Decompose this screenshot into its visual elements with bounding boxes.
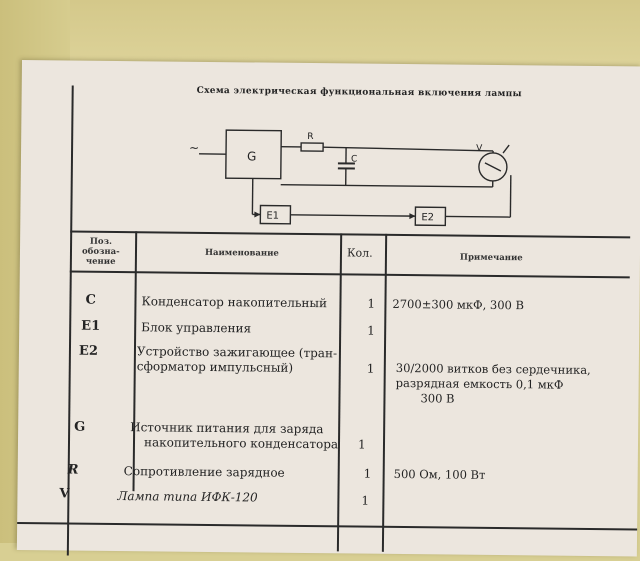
row-code-r: R [68,463,79,478]
row-name-r: Сопротивление зарядное [124,464,285,480]
row-note-c: 2700±300 мкФ, 300 В [392,297,524,312]
row-qty-c: 1 [367,297,375,311]
col-divider-2 [337,233,342,551]
row-note-e2-line2: разрядная емкость 0,1 мкФ [396,376,564,392]
paper-sheet: Схема электрическая функциональная включ… [17,60,640,556]
row-note-e2-line1: 30/2000 витков без сердечника, [396,361,591,377]
row-qty-g: 1 [358,438,366,452]
row-name-e1: Блок управления [141,320,251,335]
col-divider-3 [382,234,387,552]
row-qty-e2: 1 [367,362,375,376]
v-label: V [476,144,483,154]
resistor-symbol [301,143,323,151]
row-name-e2-line1: Устройство зажигающее (тран- [137,344,337,360]
header-note: Примечание [460,253,523,264]
circuit-diagram: ~ G R C V E1 E2 [180,102,521,236]
row-code-e2: E2 [79,344,98,359]
row-note-r: 500 Ом, 100 Вт [394,467,486,482]
row-name-e2-line2: сформатор импульсный) [137,359,294,375]
row-name-g-line1: Источник питания для заряда [130,420,323,436]
e1-label: E1 [266,211,279,222]
c-label: C [351,154,357,164]
row-note-e2-line3: 300 В [420,391,454,405]
source-label: ~ [189,141,199,155]
r-label: R [307,132,313,142]
background-top [0,0,640,70]
sheet-left-border [67,86,74,556]
row-code-c: C [85,293,96,308]
header-pos: Поз. обозна- чение [82,237,120,267]
row-code-g: G [74,420,85,435]
header-qty: Кол. [347,246,373,259]
row-qty-e1: 1 [367,324,375,338]
table-bottom-border [17,522,637,530]
row-name-v: Лампа типа ИФК-120 [117,489,257,504]
row-code-v: V [59,486,69,501]
row-name-g-line2: накопительного конденсатора [144,435,338,451]
row-name-c: Конденсатор накопительный [141,294,327,310]
header-name: Наименование [205,248,279,259]
row-qty-v: 1 [361,494,369,508]
row-qty-r: 1 [364,467,372,481]
e2-label: E2 [421,212,434,223]
schematic-title: Схема электрическая функциональная включ… [197,86,522,99]
g-label: G [247,149,256,163]
table-header-border [70,271,630,279]
row-code-e1: E1 [81,319,100,334]
